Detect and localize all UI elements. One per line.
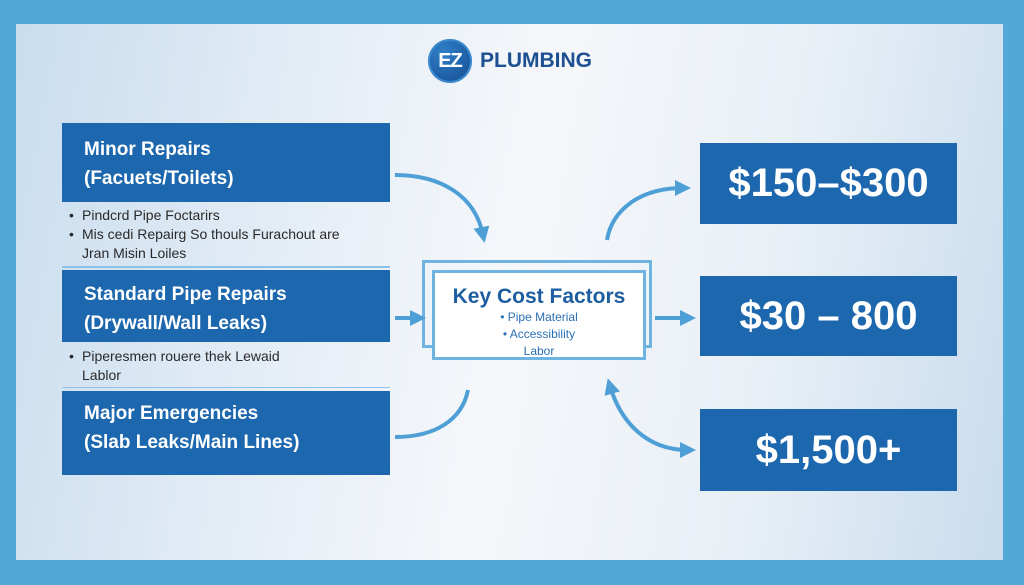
logo-badge-icon: EZ xyxy=(428,39,472,83)
category-title: Standard Pipe Repairs xyxy=(84,284,287,305)
category-minor-repairs: Minor Repairs (Facuets/Toilets) xyxy=(62,123,390,202)
category-major-emergencies: Major Emergencies (Slab Leaks/Main Lines… xyxy=(62,391,390,475)
price-box-standard: $30 – 800 xyxy=(700,276,957,356)
arrow-icon xyxy=(394,173,696,458)
category-minor-repairs-bullets: Pindcrd Pipe Foctarirs Mis cedi Repairg … xyxy=(62,206,392,263)
cost-factor-item: Labor xyxy=(523,344,555,358)
category-subtitle: (Facuets/Toilets) xyxy=(84,168,234,189)
brand-name: PLUMBING xyxy=(480,49,592,72)
key-cost-factors-box: Key Cost Factors • Pipe Material • Acces… xyxy=(432,270,646,360)
bullet-item: Lablor xyxy=(82,367,121,383)
price-box-minor: $150–$300 xyxy=(700,143,957,224)
cost-factor-item: • Pipe Material xyxy=(500,310,578,324)
category-subtitle: (Drywall/Wall Leaks) xyxy=(84,313,268,334)
category-title: Minor Repairs xyxy=(84,139,211,160)
bullet-item: Mis cedi Repairg So thouls Furachout are xyxy=(62,225,392,244)
bullet-item: Jran Misin Loiles xyxy=(82,245,187,261)
category-standard-pipe-repairs: Standard Pipe Repairs (Drywall/Wall Leak… xyxy=(62,270,390,342)
brand-logo: EZ PLUMBING xyxy=(428,39,592,83)
divider xyxy=(62,266,390,268)
cost-factor-item: • Accessibility xyxy=(502,327,576,341)
category-subtitle: (Slab Leaks/Main Lines) xyxy=(84,432,300,453)
category-title: Major Emergencies xyxy=(84,403,259,424)
price-box-major: $1,500+ xyxy=(700,409,957,491)
bullet-item: Piperesmen rouere thek Lewaid xyxy=(62,347,392,366)
divider xyxy=(62,387,390,388)
category-standard-pipe-repairs-bullets: Piperesmen rouere thek Lewaid Lablor xyxy=(62,347,392,385)
key-cost-factors-title: Key Cost Factors xyxy=(452,285,626,308)
bullet-item: Pindcrd Pipe Foctarirs xyxy=(62,206,392,225)
